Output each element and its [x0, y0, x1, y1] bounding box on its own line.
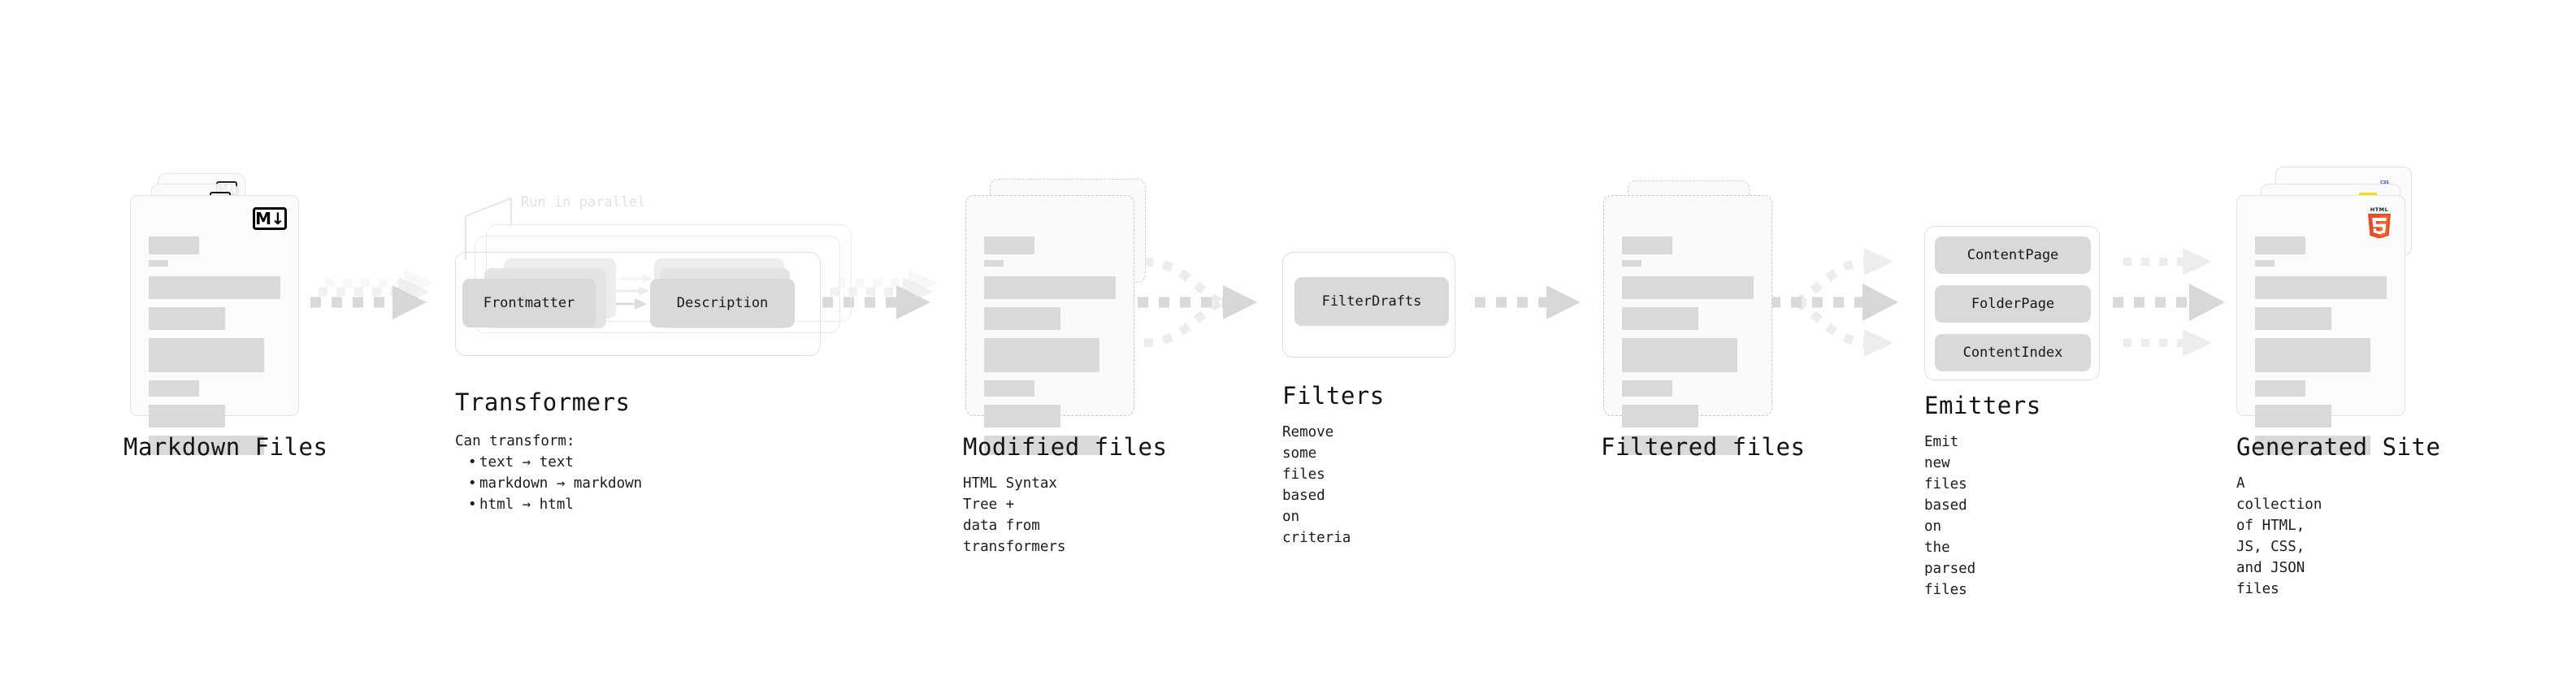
- doc-skeleton: [2255, 236, 2387, 455]
- chip-label: Description: [676, 295, 769, 311]
- skeleton-bar: [984, 276, 1116, 299]
- doc-skeleton: [984, 236, 1116, 455]
- transformer-box-front: [455, 252, 821, 356]
- skeleton-bar: [984, 236, 1034, 254]
- bullet-item: html → html: [468, 494, 642, 515]
- skeleton-bar: [984, 338, 1099, 372]
- chip-label: Frontmatter: [483, 295, 575, 311]
- modified-doc-front: [965, 195, 1134, 455]
- skeleton-bar: [1622, 307, 1698, 330]
- site-doc-html: HTML: [2236, 195, 2405, 455]
- bullet-item: markdown → markdown: [468, 473, 642, 494]
- skeleton-bar: [1622, 260, 1641, 267]
- stage-title-filters: Filters: [1282, 382, 1385, 410]
- chip-label: ContentIndex: [1962, 345, 2063, 361]
- run-in-parallel-label: Run in parallel: [521, 194, 646, 210]
- chip-label: FilterDrafts: [1321, 293, 1422, 310]
- skeleton-bar: [1622, 236, 1672, 254]
- skeleton-bar: [1622, 380, 1672, 397]
- bullet-item: text → text: [468, 452, 642, 473]
- emitters-box: ContentPage FolderPage ContentIndex: [1924, 226, 2100, 380]
- stage-title-emitters: Emitters: [1924, 392, 2041, 419]
- css3-icon: CSS: [2378, 175, 2392, 187]
- skeleton-bar: [149, 405, 225, 427]
- skeleton-bar: [984, 260, 1004, 267]
- emitters-description: Emit new files based on the parsed files: [1924, 434, 1976, 598]
- modified-files-description: HTML Syntax Tree + data from transformer…: [963, 475, 1066, 555]
- stage-title-transformers: Transformers: [455, 388, 631, 416]
- skeleton-bar: [149, 236, 199, 254]
- skeleton-bar: [2255, 276, 2387, 299]
- transformers-description: Can transform: text → text markdown → ma…: [455, 431, 642, 515]
- stage-title-filtered-files: Filtered files: [1601, 433, 1806, 461]
- skeleton-bar: [149, 307, 225, 330]
- svg-text:CSS: CSS: [2380, 180, 2389, 185]
- markdown-doc-front: M↓: [130, 195, 299, 455]
- filters-box: FilterDrafts: [1282, 252, 1455, 358]
- skeleton-bar: [149, 276, 280, 299]
- transformers-bullet-list: text → text markdown → markdown html → h…: [455, 452, 642, 515]
- emitter-chip-folderpage[interactable]: FolderPage: [1935, 285, 2091, 323]
- skeleton-bar: [149, 260, 168, 267]
- arrow-modified-to-filters: [1138, 257, 1257, 348]
- skeleton-bar: [2255, 260, 2275, 267]
- doc-skeleton: [1622, 236, 1754, 455]
- skeleton-bar: [2255, 405, 2331, 427]
- doc-skeleton: [149, 236, 280, 455]
- markdown-icon: M↓: [253, 207, 287, 230]
- skeleton-bar: [1622, 276, 1754, 299]
- arrow-markdown-to-transformers: [310, 270, 434, 319]
- html5-icon: HTML: [2366, 206, 2393, 239]
- skeleton-bar: [2255, 236, 2305, 254]
- skeleton-bar: [1622, 405, 1698, 427]
- arrow-filters-to-filtered: [1475, 285, 1581, 319]
- skeleton-bar: [2255, 436, 2370, 455]
- skeleton-bar: [149, 436, 264, 455]
- stage-title-generated-site: Generated Site: [2236, 433, 2441, 461]
- skeleton-bar: [984, 405, 1060, 427]
- arrow-emitters-to-site: [2113, 248, 2225, 357]
- emitter-chip-contentindex[interactable]: ContentIndex: [1935, 334, 2091, 371]
- chip-label: FolderPage: [1971, 296, 2055, 312]
- svg-text:HTML: HTML: [2370, 206, 2388, 213]
- skeleton-bar: [1622, 338, 1737, 372]
- skeleton-bar: [984, 380, 1034, 397]
- transformer-chip-frontmatter[interactable]: Frontmatter: [462, 279, 596, 327]
- filtered-doc-front: [1603, 195, 1772, 455]
- transformers-desc-lead: Can transform:: [455, 433, 575, 449]
- skeleton-bar: [149, 380, 199, 397]
- transformer-chip-description[interactable]: Description: [650, 279, 795, 327]
- stage-title-markdown-files: Markdown Files: [124, 433, 328, 461]
- skeleton-bar: [1622, 436, 1737, 455]
- skeleton-bar: [149, 338, 264, 372]
- chip-label: ContentPage: [1967, 247, 2059, 263]
- filter-chip-filterdrafts[interactable]: FilterDrafts: [1295, 277, 1449, 326]
- skeleton-bar: [2255, 338, 2370, 372]
- filters-description: Remove some files based on criteria: [1282, 424, 1351, 546]
- skeleton-bar: [984, 436, 1099, 455]
- emitter-chip-contentpage[interactable]: ContentPage: [1935, 236, 2091, 274]
- skeleton-bar: [2255, 307, 2331, 330]
- stage-title-modified-files: Modified files: [963, 433, 1168, 461]
- skeleton-bar: [984, 307, 1060, 330]
- generated-site-description: A collection of HTML, JS, CSS, and JSON …: [2236, 475, 2322, 597]
- skeleton-bar: [2255, 380, 2305, 397]
